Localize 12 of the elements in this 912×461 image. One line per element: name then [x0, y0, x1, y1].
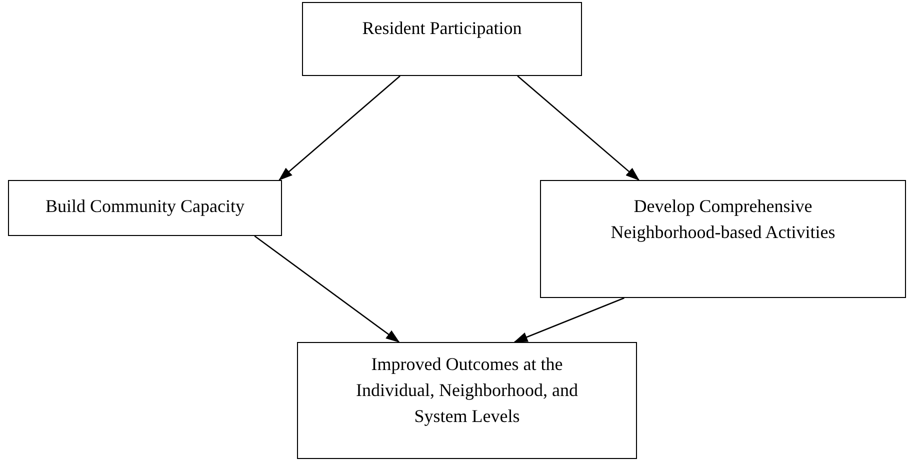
process-box	[540, 180, 906, 298]
arrow	[514, 297, 624, 343]
box-label: Improved Outcomes at the Individual, Neighborhood, and System Levels	[355, 353, 579, 428]
arrow	[517, 76, 640, 181]
box-label: Resident Participation	[362, 17, 522, 40]
process-box	[8, 180, 282, 236]
arrow	[278, 76, 400, 181]
box-label: Build Community Capacity	[46, 195, 244, 218]
process-box	[302, 2, 582, 76]
process-box	[297, 342, 637, 459]
box-label: Develop Comprehensive Neighborhood-based Activities	[610, 195, 836, 244]
arrow	[254, 235, 400, 343]
